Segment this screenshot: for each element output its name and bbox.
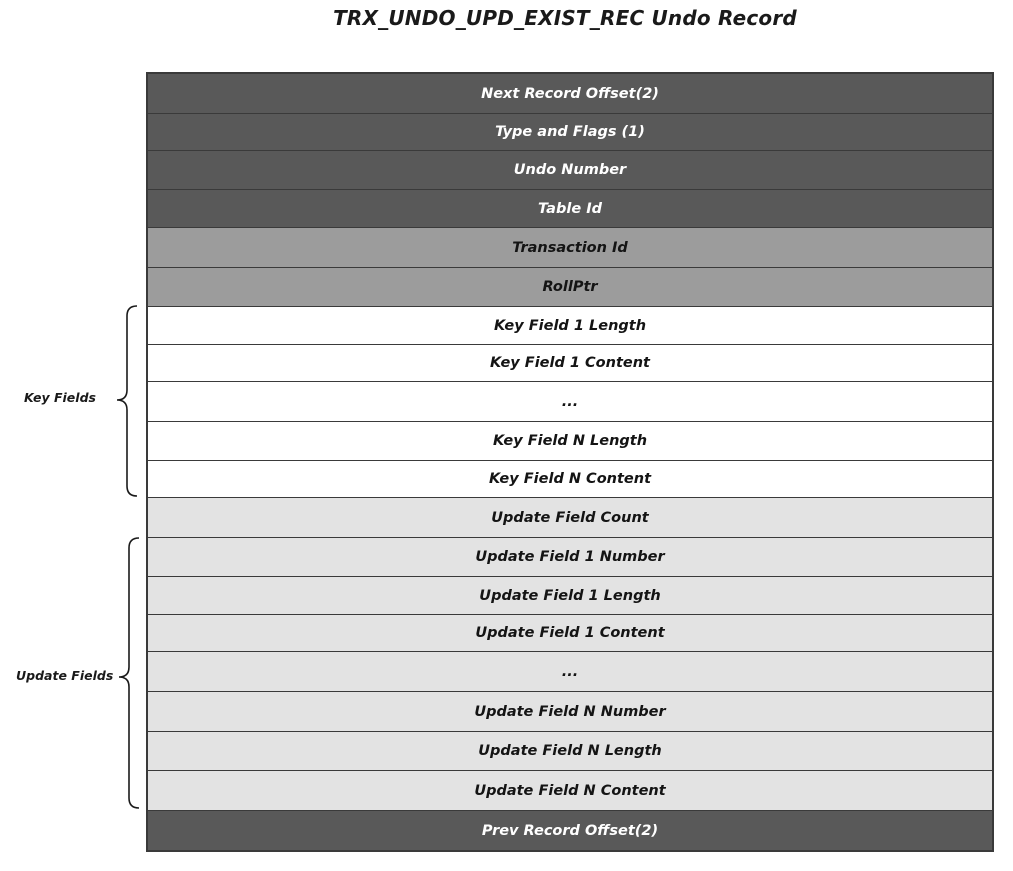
record-row: Key Field 1 Content bbox=[148, 344, 992, 381]
update-fields-brace bbox=[118, 537, 140, 809]
record-row: Update Field N Number bbox=[148, 691, 992, 731]
record-row: ... bbox=[148, 651, 992, 691]
record-row: Type and Flags (1) bbox=[148, 113, 992, 150]
key-fields-brace bbox=[116, 305, 138, 497]
record-row: Key Field 1 Length bbox=[148, 306, 992, 344]
undo-record-layout: Next Record Offset(2)Type and Flags (1)U… bbox=[146, 72, 994, 852]
record-row: Update Field 1 Content bbox=[148, 614, 992, 651]
record-row: Prev Record Offset(2) bbox=[148, 810, 992, 850]
record-row: Update Field Count bbox=[148, 497, 992, 537]
record-row: Key Field N Length bbox=[148, 421, 992, 460]
diagram-title: TRX_UNDO_UPD_EXIST_REC Undo Record bbox=[333, 6, 797, 30]
record-row: Update Field 1 Length bbox=[148, 576, 992, 614]
record-row: Transaction Id bbox=[148, 227, 992, 267]
record-row: Undo Number bbox=[148, 150, 992, 189]
record-row: RollPtr bbox=[148, 267, 992, 306]
record-row: Next Record Offset(2) bbox=[148, 74, 992, 113]
record-row: Update Field 1 Number bbox=[148, 537, 992, 576]
record-row: ... bbox=[148, 381, 992, 421]
update-fields-label: Update Fields bbox=[16, 668, 114, 683]
key-fields-label: Key Fields bbox=[24, 390, 96, 405]
record-row: Table Id bbox=[148, 189, 992, 227]
record-row: Update Field N Length bbox=[148, 731, 992, 770]
record-row: Key Field N Content bbox=[148, 460, 992, 497]
record-row: Update Field N Content bbox=[148, 770, 992, 810]
